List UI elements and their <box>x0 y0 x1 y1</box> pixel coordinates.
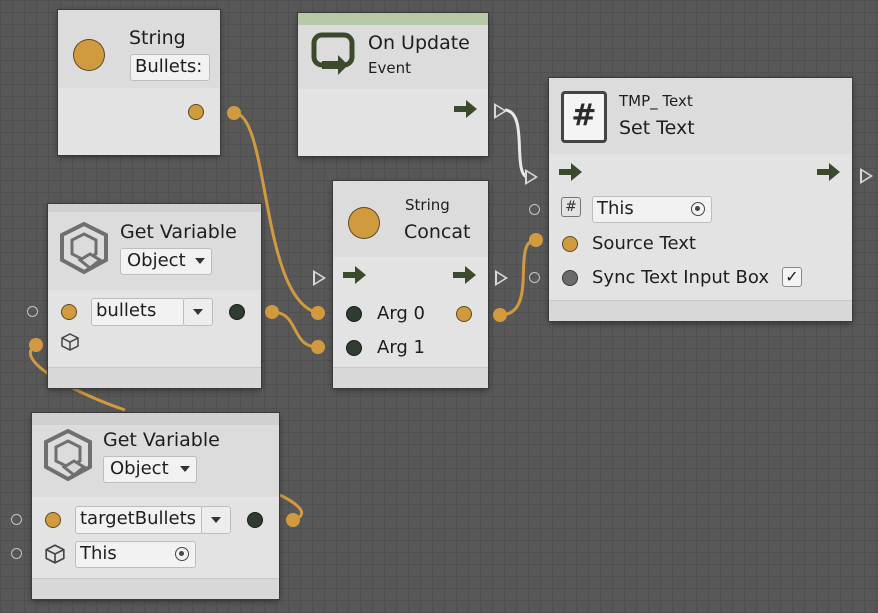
variable-name-field[interactable]: targetBullets <box>75 506 203 534</box>
sync-text-input-port[interactable] <box>563 271 577 285</box>
on-update-subtitle: Event <box>368 59 411 77</box>
set-text-flow-in-arrow-icon[interactable] <box>559 162 583 182</box>
target-bullets-in-ring[interactable] <box>11 514 22 525</box>
bullets-in-ring[interactable] <box>27 306 38 317</box>
variable-cube-icon <box>60 221 108 275</box>
arg1-input-port[interactable] <box>347 341 361 355</box>
event-color-bar <box>298 13 488 25</box>
concat-flow-out-port[interactable] <box>495 270 508 286</box>
string-value-field[interactable]: Bullets: <box>130 54 210 81</box>
on-update-event-node[interactable]: On Update Event <box>298 13 488 156</box>
target-object-in-ring[interactable] <box>11 548 22 559</box>
concat-flow-out-arrow-icon[interactable] <box>453 265 477 285</box>
variable-name-input-port[interactable] <box>46 513 60 527</box>
sync-text-label: Sync Text Input Box <box>592 267 770 288</box>
object-cube-icon <box>45 544 65 564</box>
sync-in-ring[interactable] <box>529 272 540 283</box>
set-text-flow-out-port[interactable] <box>860 168 873 184</box>
set-text-target-field[interactable]: This <box>592 196 712 223</box>
string-concat-node[interactable]: String Concat Arg 0 Arg 1 <box>333 181 488 388</box>
variable-name-dropdown-button[interactable] <box>201 506 231 534</box>
variable-cube-icon <box>44 428 92 482</box>
get-variable-node-bullets[interactable]: Get Variable Object bullets <box>27 204 261 388</box>
source-text-input-port[interactable] <box>563 237 577 251</box>
variable-name-field[interactable]: bullets <box>91 298 185 326</box>
concat-string-icon <box>349 208 379 238</box>
sync-text-checkbox[interactable]: ✓ <box>782 267 802 287</box>
on-update-title: On Update <box>368 32 470 54</box>
object-picker-icon[interactable] <box>175 547 189 561</box>
concat-output-port[interactable] <box>457 307 471 321</box>
concat-category: String <box>405 196 450 214</box>
update-loop-icon <box>311 32 355 75</box>
get-variable-title: Get Variable <box>120 221 237 243</box>
arg0-label: Arg 0 <box>377 303 425 324</box>
object-cube-icon <box>61 333 79 351</box>
concat-flow-in-port[interactable] <box>313 270 326 286</box>
target-object-field[interactable]: This <box>75 541 196 568</box>
hash-type-icon: # <box>561 197 581 217</box>
string-output-port[interactable] <box>189 105 203 119</box>
set-text-flow-in-port[interactable] <box>525 169 538 185</box>
get-variable-title: Get Variable <box>103 429 220 451</box>
set-text-flow-out-arrow-icon[interactable] <box>817 162 841 182</box>
arg1-label: Arg 1 <box>377 337 425 358</box>
variable-name-dropdown-button[interactable] <box>183 298 213 326</box>
string-literal-node[interactable]: String Bullets: <box>58 10 220 155</box>
concat-title: Concat <box>404 221 471 243</box>
variable-kind-dropdown[interactable]: Object <box>120 248 212 275</box>
variable-name-input-port[interactable] <box>62 305 76 319</box>
set-text-title: Set Text <box>619 117 695 139</box>
tmp-text-icon: # <box>561 91 607 143</box>
on-update-flow-out-port[interactable] <box>494 103 507 119</box>
get-variable-node-target-bullets[interactable]: Get Variable Object targetBullets This <box>11 413 279 599</box>
wire-bullets-to-arg1 <box>271 310 319 349</box>
variable-value-output-port[interactable] <box>230 305 244 319</box>
tmp-set-text-node[interactable]: # TMP_ Text Set Text # This Source Text … <box>549 78 852 321</box>
flow-output-arrow-icon[interactable] <box>454 99 478 119</box>
source-text-label: Source Text <box>592 233 696 254</box>
set-text-category: TMP_ Text <box>619 92 693 110</box>
concat-flow-in-arrow-icon[interactable] <box>343 265 367 285</box>
variable-kind-dropdown[interactable]: Object <box>103 456 197 483</box>
string-type-icon <box>74 40 104 70</box>
wire-targetbullets-out <box>279 493 304 522</box>
object-picker-icon[interactable] <box>691 202 705 216</box>
arg0-input-port[interactable] <box>347 307 361 321</box>
wire-flow-update-to-settext <box>504 108 531 180</box>
target-in-ring[interactable] <box>529 204 540 215</box>
string-node-title: String <box>129 27 186 49</box>
variable-value-output-port[interactable] <box>248 513 262 527</box>
